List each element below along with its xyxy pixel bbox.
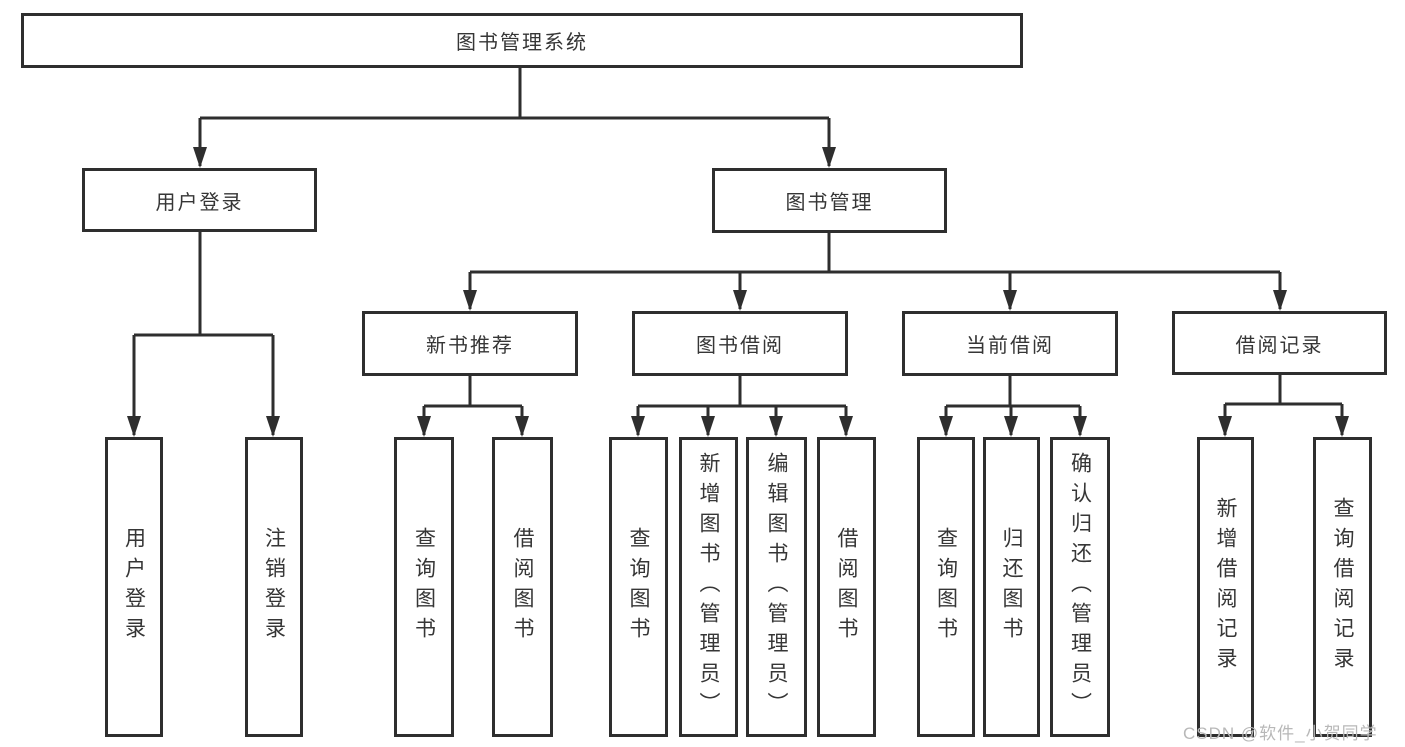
leaf-label: 借阅图书 <box>835 527 858 647</box>
node-label: 借阅记录 <box>1235 334 1324 357</box>
leaf-label: 查询图书 <box>412 527 436 647</box>
node-label: 图书借阅 <box>696 335 784 357</box>
node-user-login-branch: 用户登录 <box>82 168 317 232</box>
leaf-query-books-current: 查询图书 <box>917 437 975 737</box>
leaf-logout: 注销登录 <box>245 437 303 737</box>
leaf-query-books-recommend: 查询图书 <box>394 437 454 737</box>
node-label: 图书管理 <box>785 192 874 214</box>
leaf-query-books-borrowing: 查询图书 <box>609 437 668 737</box>
node-current-borrowing: 当前借阅 <box>902 311 1118 376</box>
leaf-confirm-return-admin: 确认归还（管理员） <box>1050 437 1110 737</box>
node-label: 用户登录 <box>155 191 244 214</box>
node-label: 新书推荐 <box>426 335 514 357</box>
leaf-label: 新增借阅记录 <box>1214 497 1237 677</box>
node-book-borrowing: 图书借阅 <box>632 311 848 376</box>
leaf-user-login: 用户登录 <box>105 437 163 737</box>
node-book-management: 图书管理 <box>712 168 947 233</box>
node-root-system: 图书管理系统 <box>21 13 1023 68</box>
leaf-label: 注销登录 <box>262 527 286 647</box>
arrowhead-icons <box>127 147 1349 437</box>
leaf-borrow-books-recommend: 借阅图书 <box>492 437 553 737</box>
leaf-label: 用户登录 <box>122 527 146 647</box>
leaf-label: 查询借阅记录 <box>1331 497 1354 677</box>
leaf-add-borrow-record: 新增借阅记录 <box>1197 437 1254 737</box>
leaf-return-books: 归还图书 <box>983 437 1040 737</box>
leaf-label: 编辑图书（管理员） <box>765 452 788 722</box>
leaf-borrow-books: 借阅图书 <box>817 437 876 737</box>
node-new-book-recommend: 新书推荐 <box>362 311 578 376</box>
leaf-label: 归还图书 <box>1000 527 1023 647</box>
node-borrow-records: 借阅记录 <box>1172 311 1387 375</box>
leaf-label: 新增图书（管理员） <box>697 452 720 722</box>
leaf-query-borrow-record: 查询借阅记录 <box>1313 437 1372 737</box>
leaf-label: 查询图书 <box>627 527 650 647</box>
leaf-label: 查询图书 <box>934 527 958 647</box>
leaf-label: 确认归还（管理员） <box>1068 452 1092 722</box>
leaf-add-books-admin: 新增图书（管理员） <box>679 437 738 737</box>
leaf-edit-books-admin: 编辑图书（管理员） <box>746 437 807 737</box>
leaf-label: 借阅图书 <box>511 527 534 647</box>
node-label: 图书管理系统 <box>456 32 588 54</box>
csdn-watermark: CSDN @软件_小贺同学 <box>1183 724 1378 743</box>
node-label: 当前借阅 <box>966 335 1054 357</box>
